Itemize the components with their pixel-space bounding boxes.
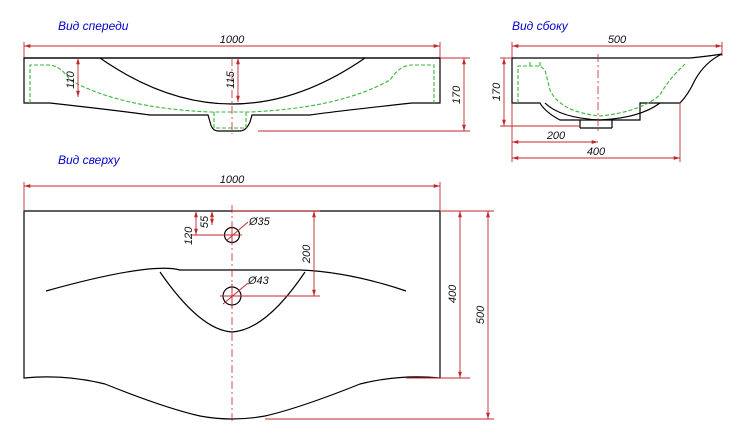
side-view: Вид сбоку 500 170 200 400: [491, 19, 723, 162]
front-view-title: Вид спереди: [58, 19, 129, 33]
front-height-label: 170: [451, 85, 463, 104]
top-hole-offset-label: 120: [183, 226, 195, 245]
side-hidden-lines: [517, 63, 686, 117]
side-top-label: 500: [608, 34, 627, 46]
tap-hole-label: Ø35: [248, 216, 271, 228]
top-view: Вид сверху 1000 Ø35 Ø43 120 55: [23, 153, 494, 424]
front-width-label: 1000: [220, 34, 245, 46]
side-height-label: 170: [491, 82, 503, 101]
top-view-title: Вид сверху: [58, 153, 121, 167]
front-bowl-curve: [99, 57, 366, 105]
side-view-title: Вид сбоку: [512, 19, 569, 33]
side-inner-label: 200: [546, 130, 566, 142]
side-base-label: 400: [587, 146, 606, 158]
top-inner-depth-label: 400: [447, 284, 459, 303]
side-basin-outline: [511, 53, 723, 121]
front-view: Вид спереди 1000 110 115 170: [23, 19, 470, 134]
drain-hole-label: Ø43: [247, 275, 270, 287]
front-hidden-lines: [29, 64, 435, 113]
top-basin-outline: [23, 210, 441, 420]
front-basin-outline: [23, 57, 441, 132]
front-bowl-center-label: 115: [225, 70, 237, 88]
top-bowl-depth-label: 200: [301, 244, 313, 264]
top-width-label: 1000: [220, 174, 245, 186]
top-total-depth-label: 500: [475, 305, 487, 324]
front-bowl-left-label: 110: [65, 70, 77, 88]
top-hole-side-label: 55: [199, 215, 211, 228]
top-front-edge: [45, 267, 407, 292]
top-bowl-outline: [159, 271, 306, 333]
